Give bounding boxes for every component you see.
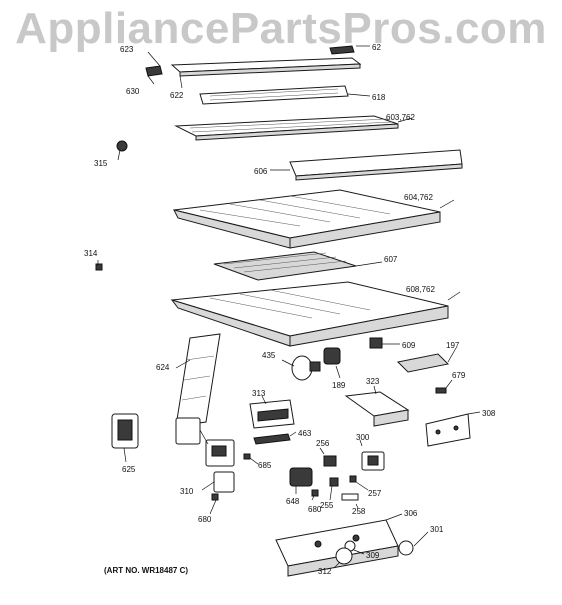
callout-609: 609 [402, 341, 416, 350]
part-685-screw[interactable] [243, 453, 251, 460]
callout-630: 630 [126, 87, 140, 96]
part-258-insulator[interactable] [341, 493, 359, 501]
callout-309: 309 [366, 551, 380, 560]
art-number: (ART NO. WR18487 C) [104, 566, 189, 575]
part-603-glass-shelf[interactable] [174, 115, 399, 141]
part-648-timer[interactable] [289, 467, 313, 487]
part-315-drain-tube[interactable] [111, 140, 141, 365]
part-300-relay[interactable] [361, 451, 385, 471]
part-606-cover-front[interactable] [289, 149, 463, 181]
callout-315: 315 [94, 159, 108, 168]
part-680-screw-a[interactable] [311, 489, 319, 497]
part-680-screw-b[interactable] [211, 493, 219, 501]
callout-606: 606 [254, 167, 268, 176]
callout-313: 313 [252, 389, 266, 398]
part-257-screw[interactable] [349, 475, 357, 483]
part-313-cover-box[interactable] [249, 399, 295, 429]
part-301-knob[interactable] [398, 540, 414, 556]
part-608-pan[interactable] [170, 281, 449, 347]
callout-306: 306 [404, 509, 418, 518]
callout-685: 685 [258, 461, 272, 470]
part-618-shelf-frame[interactable] [199, 85, 349, 105]
part-306-control-housing[interactable] [275, 519, 399, 577]
callout-labels: 623 62 630 622 618 603,762 315 606 604,7… [84, 43, 496, 576]
part-604-pan-cover[interactable] [173, 189, 441, 249]
part-189-socket[interactable] [323, 347, 341, 365]
callout-255: 255 [320, 501, 334, 510]
part-308-bracket[interactable] [425, 413, 471, 447]
part-627-block[interactable] [329, 45, 355, 55]
callout-197: 197 [446, 341, 460, 350]
part-256-switch[interactable] [323, 455, 337, 467]
part-312-knob[interactable] [335, 547, 353, 565]
callout-314: 314 [84, 249, 98, 258]
callout-680-a: 680 [308, 505, 322, 514]
callout-310: 310 [180, 487, 194, 496]
callout-463: 463 [298, 429, 312, 438]
callout-435: 435 [262, 351, 276, 360]
callout-323: 323 [366, 377, 380, 386]
part-607-screen[interactable] [213, 251, 357, 281]
part-609-bracket[interactable] [369, 337, 383, 349]
part-679-screw[interactable] [435, 387, 447, 394]
part-624-divider[interactable] [175, 333, 221, 427]
part-314-clip[interactable] [95, 263, 103, 271]
callout-625: 625 [122, 465, 136, 474]
callout-257: 257 [368, 489, 382, 498]
part-625-control-knob[interactable] [111, 413, 139, 449]
callout-623: 623 [120, 45, 134, 54]
callout-608: 608,762 [406, 285, 435, 294]
callout-604: 604,762 [404, 193, 433, 202]
part-435-light-bulb[interactable] [291, 355, 321, 381]
callout-618: 618 [372, 93, 386, 102]
callout-624: 624 [156, 363, 170, 372]
part-255-clip[interactable] [329, 477, 339, 487]
callout-648: 648 [286, 497, 300, 506]
part-623-trim[interactable] [170, 57, 362, 77]
part-463-plate[interactable] [253, 433, 291, 445]
callout-300: 300 [356, 433, 370, 442]
callout-258: 258 [352, 507, 366, 516]
part-310-thermostat[interactable] [175, 417, 235, 493]
leader-lines [97, 45, 481, 569]
callout-189: 189 [332, 381, 346, 390]
callout-680-b: 680 [198, 515, 212, 524]
callout-627: 62 [372, 43, 381, 52]
callout-622: 622 [170, 91, 184, 100]
callout-603: 603,762 [386, 113, 415, 122]
callout-308: 308 [482, 409, 496, 418]
callout-312: 312 [318, 567, 332, 576]
callout-607: 607 [384, 255, 398, 264]
part-197-wire[interactable] [396, 353, 450, 373]
callout-301: 301 [430, 525, 444, 534]
part-630-clip[interactable] [145, 65, 163, 77]
callout-256: 256 [316, 439, 330, 448]
part-323-housing[interactable] [344, 391, 410, 427]
callout-679: 679 [452, 371, 466, 380]
